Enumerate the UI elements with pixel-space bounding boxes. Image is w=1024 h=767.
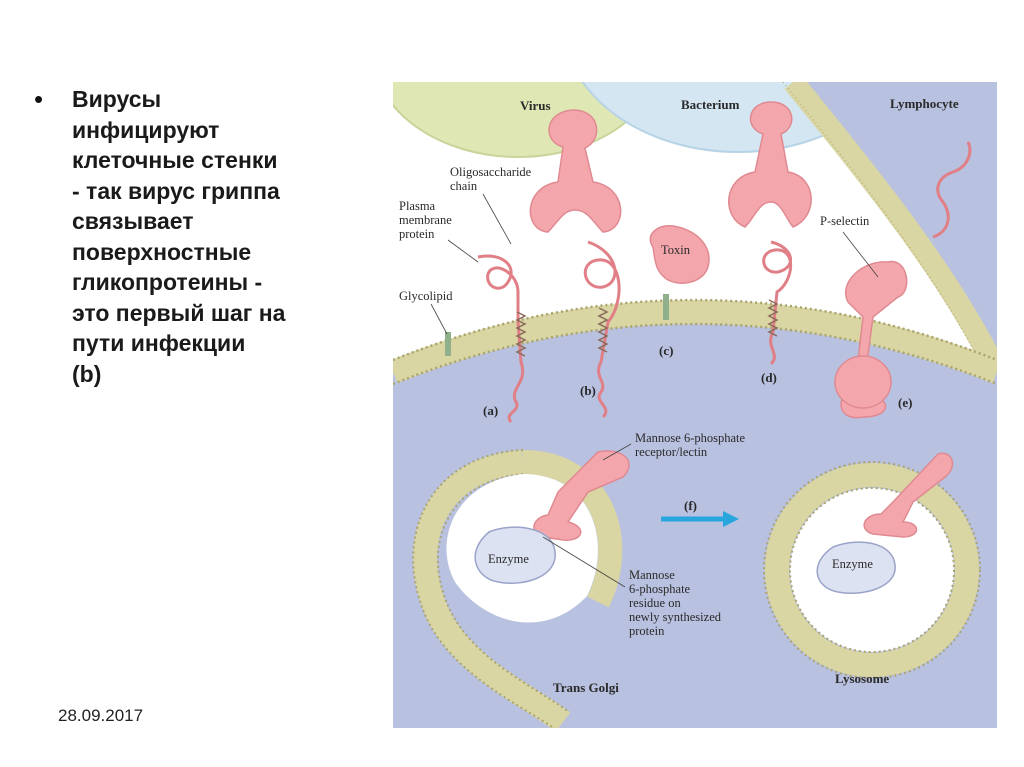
glycolipid-c [663, 294, 669, 320]
lymphocyte-membrane [784, 82, 997, 377]
lymphocyte-ligand-chain [932, 141, 972, 239]
bullet-marker: • [34, 84, 44, 114]
bullet-item: • Вирусы инфицируют клеточные стенки - т… [34, 84, 364, 389]
helix-a [515, 311, 527, 357]
lymphocyte-membrane-outer-heads [782, 82, 990, 381]
golgi-membrane-right [522, 450, 623, 608]
plasma-membrane [393, 300, 997, 384]
label-toxin: Toxin [661, 243, 691, 257]
label-oligosaccharide-1: Oligosaccharide [450, 165, 532, 179]
label-enzyme-golgi: Enzyme [488, 552, 529, 566]
m6p-receptor-lysosome [863, 452, 954, 538]
label-plasma-2: membrane [399, 213, 452, 227]
glycoprotein-recognition-diagram: Virus Bacterium Lymphocyte Oligosacchari… [393, 82, 997, 728]
label-p-selectin: P-selectin [820, 214, 870, 228]
label-residue-1: Mannose [629, 568, 675, 582]
label-lymphocyte: Lymphocyte [890, 96, 959, 111]
slide-date: 28.09.2017 [58, 706, 144, 725]
m6p-receptor-golgi [533, 450, 630, 541]
glycolipid-left [445, 332, 451, 356]
label-c: (c) [659, 343, 673, 358]
leader-oligosaccharide [482, 193, 512, 245]
lysosome-heads-outer [763, 461, 981, 679]
label-residue-2: 6-phosphate [629, 582, 691, 596]
label-trans-golgi: Trans Golgi [553, 680, 619, 695]
golgi-heads-outer [412, 449, 556, 728]
label-glycolipid: Glycolipid [399, 289, 453, 303]
leader-m6p-receptor [602, 443, 632, 461]
lymphocyte-cell [797, 82, 997, 372]
label-plasma-3: protein [399, 227, 435, 241]
toxin [649, 225, 710, 284]
label-residue-3: residue on [629, 596, 681, 610]
golgi-heads-inner [436, 473, 570, 713]
p-selectin-base [834, 355, 892, 409]
helix-b [597, 307, 609, 353]
transport-arrow-head [723, 511, 739, 527]
label-e: (e) [898, 395, 912, 410]
protein-a-chain [477, 254, 525, 423]
label-oligosaccharide-2: chain [450, 179, 478, 193]
virus-receptor-protein [529, 109, 622, 233]
label-f: (f) [684, 498, 697, 513]
helix-d [767, 299, 779, 337]
leader-m6p-residue [542, 536, 626, 588]
leader-glycolipid [430, 303, 448, 335]
slide-text-block: • Вирусы инфицируют клеточные стенки - т… [34, 84, 364, 389]
leader-plasma-protein [447, 239, 479, 263]
label-lysosome: Lysosome [835, 671, 889, 686]
label-plasma-1: Plasma [399, 199, 436, 213]
label-m6p-receptor-1: Mannose 6-phosphate [635, 431, 745, 445]
golgi-membrane-left [413, 450, 571, 728]
bacterium-adhesin [728, 101, 812, 228]
bullet-text: Вирусы инфицируют клеточные стенки - так… [72, 86, 286, 387]
label-d: (d) [761, 370, 777, 385]
enzyme-lysosome [816, 541, 896, 594]
lysosome-membrane [765, 463, 979, 677]
label-bacterium: Bacterium [681, 97, 740, 112]
enzyme-golgi [474, 526, 556, 584]
label-m6p-receptor-2: receptor/lectin [635, 445, 708, 459]
label-b: (b) [580, 383, 596, 398]
label-residue-5: protein [629, 624, 665, 638]
protein-d-chain [762, 240, 793, 366]
label-enzyme-lysosome: Enzyme [832, 557, 873, 571]
label-residue-4: newly synthesized [629, 610, 722, 624]
label-a: (a) [483, 403, 498, 418]
protein-b-chain [583, 240, 621, 419]
leader-p-selectin [842, 231, 879, 278]
label-virus: Virus [520, 98, 551, 113]
